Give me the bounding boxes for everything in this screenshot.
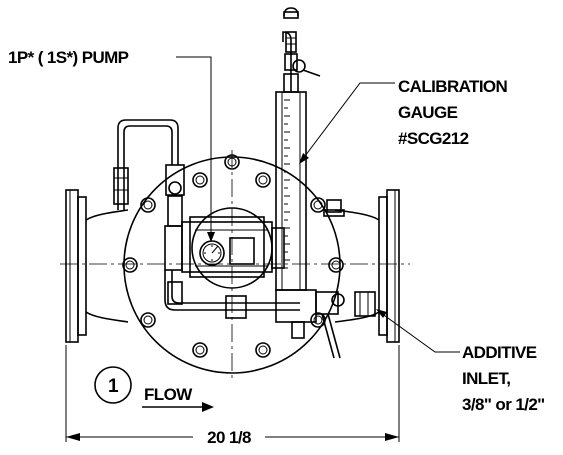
gauge-scale-ticks [284, 99, 290, 269]
left-pipe-body [85, 209, 129, 323]
pump-leader-line [176, 56, 212, 236]
calibration-label-line1: CALIBRATION [398, 77, 508, 96]
gauge-leader-line [301, 82, 395, 161]
bolt [224, 154, 240, 170]
gauge-bottom-fittings [275, 289, 376, 359]
pump-label: 1P* ( 1S*) PUMP [8, 48, 129, 67]
dimension-arrow-left [66, 433, 80, 441]
left-flange [65, 189, 87, 343]
calibration-label-line2: GAUGE [398, 103, 458, 122]
bolt [310, 312, 326, 328]
bolt [192, 172, 208, 188]
right-flange [378, 189, 400, 343]
bolt [310, 197, 326, 213]
pump-leader-arrow [207, 232, 215, 242]
gauge-leader-arrow [299, 153, 309, 164]
flange-bolts [122, 154, 344, 358]
pump-dial-icon [199, 240, 225, 266]
flow-label: FLOW [144, 385, 193, 404]
dimension-arrow-right [385, 433, 399, 441]
additive-inlet-label-line3: 3/8" or 1/2" [462, 395, 545, 414]
dimension-label: 20 1/8 [207, 428, 251, 447]
item-number: 1 [108, 376, 119, 397]
item-number-bubble [94, 366, 132, 404]
left-valve-fitting [165, 164, 185, 227]
inlet-leader-arrow [376, 309, 387, 318]
bolt [140, 312, 156, 328]
bolt [328, 257, 344, 273]
lower-tubing [164, 270, 300, 319]
additive-inlet-label-line1: ADDITIVE [462, 343, 537, 362]
pump-housing [164, 207, 285, 289]
left-tubing [113, 119, 179, 210]
calibration-label-line3: #SCG212 [398, 129, 469, 148]
flow-arrow-icon [202, 402, 214, 412]
bolt [122, 257, 138, 273]
pump-window [229, 237, 255, 265]
calibration-gauge-tube [275, 91, 307, 291]
top-right-nipple [323, 199, 345, 217]
additive-inlet-label-line2: INLET, [462, 369, 510, 388]
inlet-leader-line [380, 312, 460, 353]
bolt [192, 342, 208, 358]
bolt [140, 197, 156, 213]
gauge-top-fittings [282, 7, 321, 93]
bolt [255, 172, 271, 188]
bolt [255, 342, 271, 358]
